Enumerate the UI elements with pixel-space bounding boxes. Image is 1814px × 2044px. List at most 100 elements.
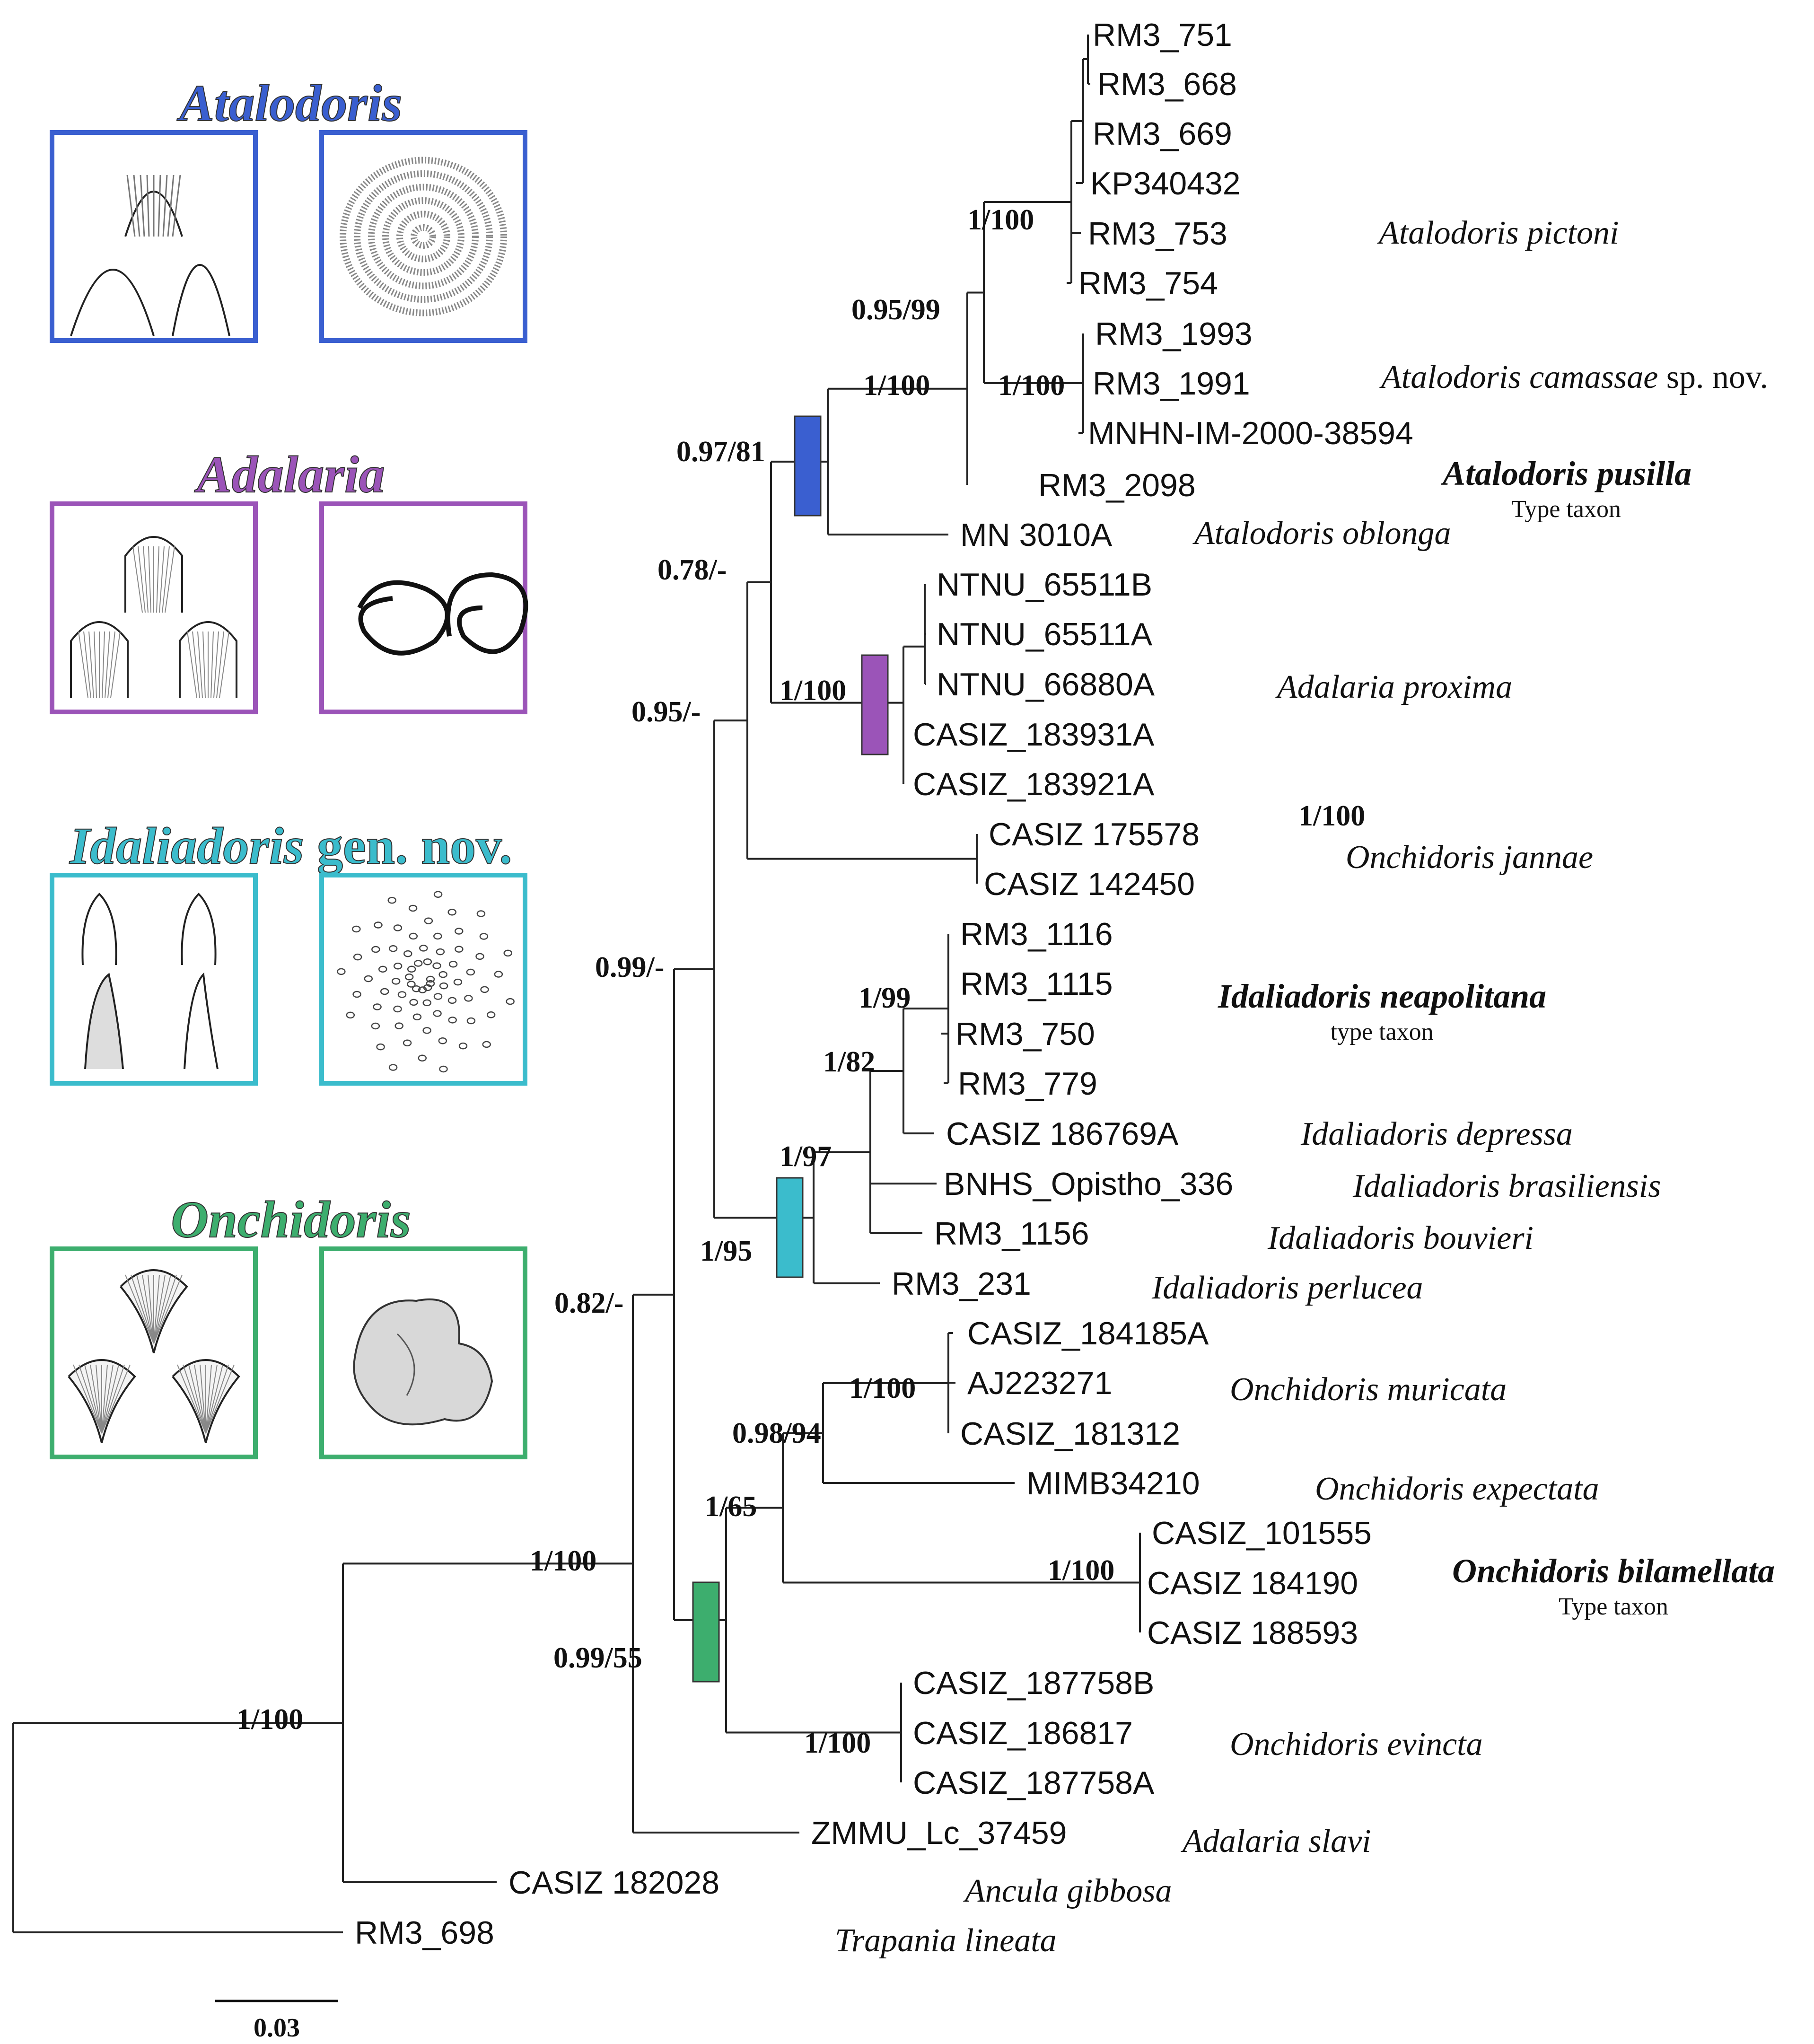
tip-label-casiz-186769a: CASIZ 186769A <box>946 1116 1179 1152</box>
species-name: Atalodoris pusilla <box>1441 455 1691 492</box>
tip-label-rm3-669: RM3_669 <box>1093 116 1232 152</box>
panel-frame <box>319 501 527 714</box>
species-label-trapania-lineata: Trapania lineata <box>835 1922 1057 1959</box>
clade-bar-atalodoris <box>794 415 822 517</box>
species-name: Atalodoris oblonga <box>1192 515 1451 552</box>
type-taxon-note: Type taxon <box>1511 496 1621 523</box>
genus-title-adalaria: Adalaria <box>194 446 385 503</box>
species-suffix: sp. nov. <box>1658 359 1768 395</box>
scale-bar: 0.03 <box>215 2000 338 2043</box>
tip-label-rm3-753: RM3_753 <box>1088 216 1227 252</box>
species-label-idaliadoris-brasiliensis: Idaliadoris brasiliensis <box>1352 1168 1661 1204</box>
tip-label-rm3-698: RM3_698 <box>355 1915 494 1951</box>
support-value-1: 0.95/99 <box>851 294 940 326</box>
panel-frame <box>319 130 527 343</box>
support-value-0: 1/100 <box>967 204 1034 236</box>
species-label-atalodoris-camassae: Atalodoris camassae sp. nov. <box>1379 359 1768 395</box>
tip-label-ntnu-65511b: NTNU_65511B <box>937 567 1152 603</box>
panel-frame <box>319 873 527 1086</box>
support-value-2: 1/100 <box>863 369 930 402</box>
species-name: Ancula gibbosa <box>963 1873 1172 1909</box>
support-value-22: 1/100 <box>237 1703 303 1736</box>
genus-title-idaliadoris: Idaliadoris gen. nov. <box>69 817 512 875</box>
tip-label-mn-3010a: MN 3010A <box>960 517 1113 553</box>
clade-bars <box>692 415 889 1683</box>
tip-label-casiz-183931a: CASIZ_183931A <box>913 717 1155 753</box>
tip-label-bnhs-opistho-336: BNHS_Opistho_336 <box>944 1166 1233 1202</box>
clade-bar-adalaria <box>861 654 889 755</box>
radula-tooth-adalaria-icon <box>50 501 258 714</box>
support-value-4: 0.97/81 <box>676 436 765 468</box>
panel-frame <box>50 873 258 1086</box>
tip-label-ntnu-66880a: NTNU_66880A <box>937 667 1155 702</box>
support-value-18: 1/100 <box>804 1727 871 1759</box>
tip-label-casiz-101555: CASIZ_101555 <box>1152 1515 1372 1551</box>
species-label-ancula-gibbosa: Ancula gibbosa <box>963 1873 1172 1909</box>
tip-label-zmmu-lc-37459: ZMMU_Lc_37459 <box>811 1815 1067 1851</box>
support-value-16: 1/100 <box>1048 1554 1114 1587</box>
tip-label-casiz-188593: CASIZ 188593 <box>1147 1615 1358 1651</box>
tip-label-rm3-2098: RM3_2098 <box>1038 467 1196 503</box>
genus-title-atalodoris: Atalodoris <box>177 74 403 132</box>
tip-label-rm3-1991: RM3_1991 <box>1093 366 1250 402</box>
genus-panel-idaliadoris: Idaliadoris gen. nov. <box>50 816 527 1086</box>
species-label-onchidoris-expectata: Onchidoris expectata <box>1315 1471 1599 1507</box>
tip-label-aj223271: AJ223271 <box>967 1365 1112 1401</box>
species-name: Onchidoris bilamellata <box>1452 1552 1775 1590</box>
genus-panel-atalodoris: Atalodoris <box>50 74 527 343</box>
tip-label-rm3-750: RM3_750 <box>955 1016 1095 1052</box>
tip-label-rm3-751: RM3_751 <box>1093 17 1232 53</box>
species-name: Idaliadoris depressa <box>1300 1116 1573 1152</box>
genus-title-onchidoris: Onchidoris <box>171 1191 411 1248</box>
species-label-adalaria-slavi: Adalaria slavi <box>1181 1823 1371 1860</box>
tip-label-rm3-754: RM3_754 <box>1078 265 1218 301</box>
scale-bar-label: 0.03 <box>254 2013 300 2043</box>
species-name: Idaliadoris perlucea <box>1151 1270 1423 1306</box>
genus-name: Idaliadoris <box>69 817 304 875</box>
support-value-7: 1/100 <box>1298 800 1365 832</box>
species-name: Trapania lineata <box>835 1922 1057 1959</box>
type-taxon-note: type taxon <box>1331 1018 1434 1045</box>
tip-label-rm3-231: RM3_231 <box>892 1266 1031 1302</box>
egg-ribbon-spiral-icon <box>319 130 527 343</box>
species-name: Onchidoris jannae <box>1346 839 1593 876</box>
clade-bar-onchidoris <box>692 1581 720 1683</box>
support-value-12: 1/95 <box>700 1235 752 1267</box>
support-value-10: 1/82 <box>823 1046 875 1078</box>
genus-panel-adalaria: Adalaria <box>50 445 528 714</box>
species-label-idaliadoris-neapolitana: Idaliadoris neapolitana <box>1218 977 1546 1015</box>
species-name: Adalaria proxima <box>1275 669 1512 705</box>
support-value-5: 0.78/- <box>657 554 727 586</box>
support-value-6: 1/100 <box>780 675 846 707</box>
support-value-21: 1/100 <box>530 1545 596 1577</box>
tip-label-rm3-779: RM3_779 <box>958 1066 1097 1102</box>
species-name: Onchidoris muricata <box>1230 1371 1507 1408</box>
species-name: Idaliadoris neapolitana <box>1218 977 1546 1015</box>
genus-panel-onchidoris: Onchidoris <box>50 1190 527 1459</box>
tip-label-rm3-1116: RM3_1116 <box>960 916 1113 952</box>
species-label-onchidoris-bilamellata: Onchidoris bilamellata <box>1452 1552 1775 1590</box>
support-value-15: 0.98/94 <box>732 1417 821 1449</box>
radula-tooth-atalodoris-icon <box>50 130 258 343</box>
species-name: Onchidoris evincta <box>1230 1726 1483 1763</box>
tip-label-mimb34210: MIMB34210 <box>1026 1465 1200 1501</box>
support-value-13: 0.99/- <box>595 951 664 983</box>
species-name: Idaliadoris bouvieri <box>1267 1220 1534 1256</box>
clade-bar-idaliadoris <box>776 1177 804 1278</box>
tip-label-rm3-668: RM3_668 <box>1097 66 1237 102</box>
tip-label-casiz-142450: CASIZ 142450 <box>984 866 1195 902</box>
species-label-onchidoris-evincta: Onchidoris evincta <box>1230 1726 1483 1763</box>
support-value-9: 1/99 <box>859 982 911 1014</box>
genus-name: Adalaria <box>194 446 385 503</box>
tip-label-casiz-186817: CASIZ_186817 <box>913 1715 1133 1751</box>
tip-label-casiz-187758a: CASIZ_187758A <box>913 1765 1155 1801</box>
species-label-atalodoris-pusilla: Atalodoris pusilla <box>1441 455 1691 492</box>
tip-label-casiz-175578: CASIZ 175578 <box>989 816 1200 852</box>
species-label-idaliadoris-depressa: Idaliadoris depressa <box>1300 1116 1573 1152</box>
support-value-8: 0.95/- <box>631 696 701 728</box>
species-label-adalaria-proxima: Adalaria proxima <box>1275 669 1512 705</box>
tip-label-casiz-184190: CASIZ 184190 <box>1147 1565 1358 1601</box>
